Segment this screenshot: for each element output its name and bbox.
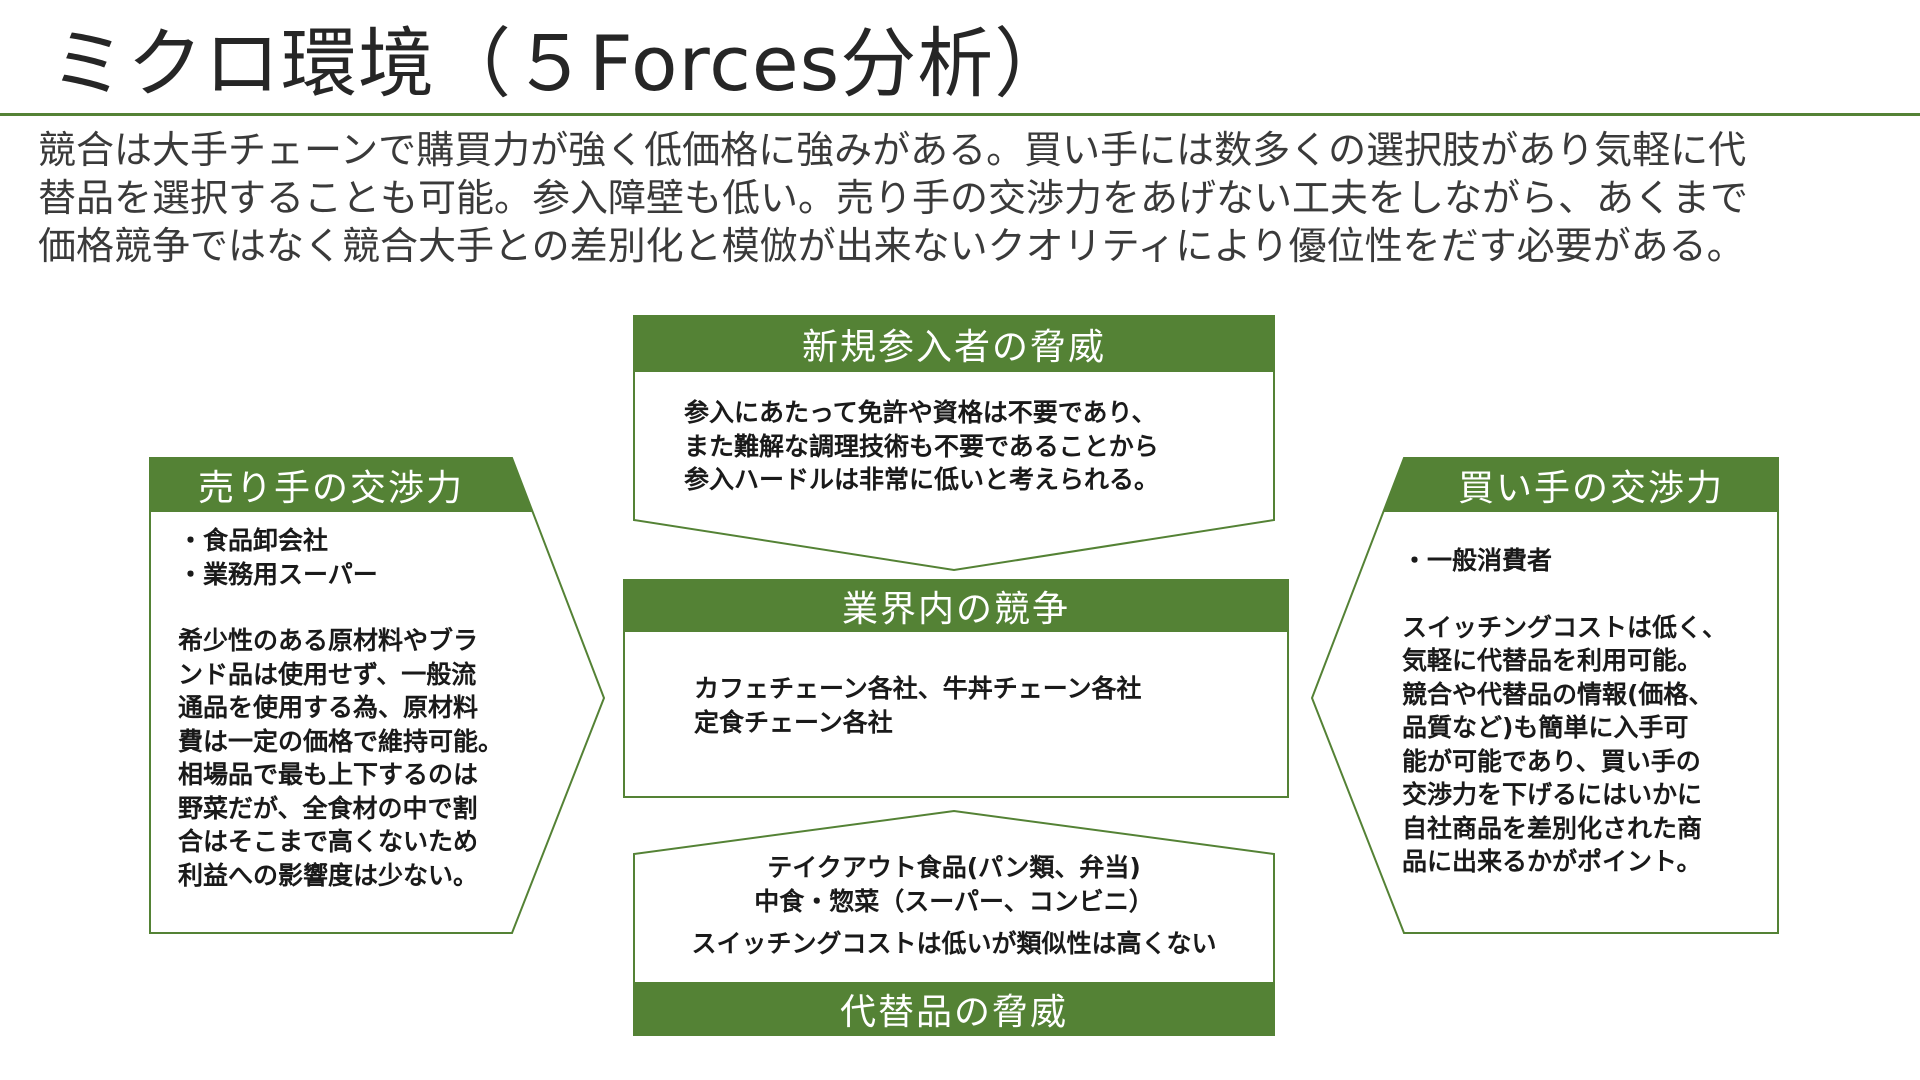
substitutes-header (634, 982, 1274, 1035)
suppliers-text: ・食品卸会社 ・業務用スーパー 希少性のある原材料やブラ ンド品は使用せず、一般… (178, 524, 503, 892)
rivalry-text: カフェチェーン各社、牛丼チェーン各社 定食チェーン各社 (694, 672, 1142, 739)
text-line: 相場品で最も上下するのは (178, 760, 479, 789)
list-item: ・一般消費者 (1402, 546, 1553, 575)
text-line: 費は一定の価格で維持可能。 (178, 726, 504, 756)
rivalry-header (624, 580, 1288, 632)
title-divider (0, 113, 1920, 116)
text-line: テイクアウト食品(パン類、弁当) (767, 853, 1141, 882)
text-line: 品質など)も簡単に入手可 (1402, 713, 1689, 742)
suppliers-header (150, 458, 533, 512)
text-line: 定食チェーン各社 (694, 707, 893, 737)
text-line: 参入ハードルは非常に低いと考えられる。 (684, 465, 1160, 494)
buyers-label: 買い手の交渉力 (1457, 468, 1724, 509)
text-line: 中食・惣菜（スーパー、コンビニ） (754, 886, 1154, 916)
text-line: 気軽に代替品を利用可能。 (1402, 646, 1703, 675)
text-line: 品に出来るかがポイント。 (1402, 847, 1702, 876)
text-line: 交渉力を下げるにはいかに (1402, 780, 1703, 809)
text-line: 競合や代替品の情報(価格、 (1402, 679, 1714, 709)
text-line: カフェチェーン各社、牛丼チェーン各社 (694, 674, 1142, 703)
slide-title: ミクロ環境（５Forces分析） (50, 19, 1072, 108)
summary-line: 競合は大手チェーンで購買力が強く低価格に強みがある。買い手には数多くの選択肢があ… (38, 128, 1747, 172)
text-line: スイッチングコストは低いが類似性は高くない (691, 929, 1217, 958)
text-line: ンド品は使用せず、一般流 (178, 659, 477, 689)
list-item: ・食品卸会社 (178, 526, 329, 555)
text-line: 希少性のある原材料やブラ (178, 626, 479, 655)
buyers-text: ・一般消費者 スイッチングコストは低く、 気軽に代替品を利用可能。 競合や代替品… (1402, 544, 1727, 879)
buyers-header (1383, 458, 1778, 512)
list-item: ・業務用スーパー (178, 559, 378, 589)
text-line: 合はそこまで高くないため (178, 827, 479, 856)
text-line: 参入にあたって免許や資格は不要であり、 (684, 398, 1157, 427)
summary-line: 価格競争ではなく競合大手との差別化と模倣が出来ないクオリティにより優位性をだす必… (38, 224, 1745, 268)
text-line: 利益への影響度は少ない。 (178, 860, 479, 890)
summary-text: 競合は大手チェーンで購買力が強く低価格に強みがある。買い手には数多くの選択肢があ… (38, 126, 1898, 270)
suppliers-label: 売り手の交渉力 (197, 468, 464, 509)
new-entrants-text: 参入にあたって免許や資格は不要であり、 また難解な調理技術も不要であることから … (684, 396, 1159, 497)
text-line: 自社商品を差別化された商 (1402, 813, 1703, 843)
new-entrants-header (634, 316, 1274, 372)
text-line: また難解な調理技術も不要であることから (684, 431, 1159, 461)
new-entrants-label: 新規参入者の脅威 (801, 327, 1106, 368)
text-line: 通品を使用する為、原材料 (178, 693, 479, 722)
text-line: 能が可能であり、買い手の (1402, 746, 1701, 776)
text-line: 野菜だが、全食材の中で割 (178, 793, 478, 823)
rivalry-label: 業界内の競争 (841, 589, 1070, 630)
text-line: スイッチングコストは低く、 (1402, 612, 1728, 642)
substitutes-text: テイクアウト食品(パン類、弁当) 中食・惣菜（スーパー、コンビニ） スイッチング… (664, 851, 1244, 961)
substitutes-label: 代替品の脅威 (839, 991, 1068, 1033)
summary-line: 替品を選択することも可能。参入障壁も低い。売り手の交渉力をあげない工夫をしながら… (38, 176, 1749, 220)
